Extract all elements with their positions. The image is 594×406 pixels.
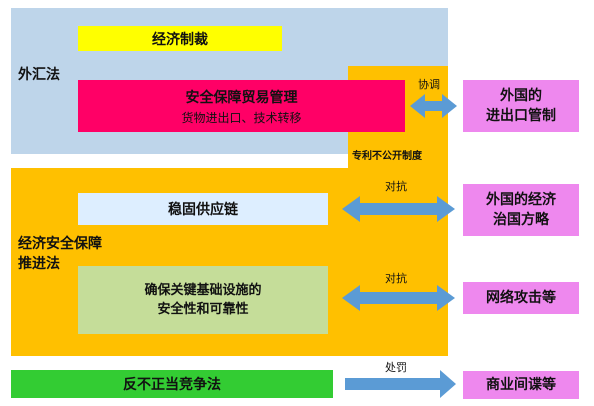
counter-label-1: 对抗 (385, 180, 407, 193)
stable-supply-chain-box: 稳固供应链 (78, 193, 328, 225)
commercial-espionage-box: 商业间谍等 (463, 371, 579, 399)
key-infra-line1: 确保关键基础设施的 (144, 283, 262, 298)
foreign-econ-strategy-line2: 治国方略 (493, 212, 549, 228)
security-trade-box: 安全保障贸易管理 货物进出口、技术转移 (78, 80, 405, 132)
key-infra-line2: 安全性和可靠性 (157, 302, 249, 317)
econ-security-law-line2: 推进法 (18, 256, 60, 272)
key-infra-box: 确保关键基础设施的 安全性和可靠性 (78, 266, 328, 334)
econ-security-law-line1: 经济安全保障 (18, 236, 102, 252)
foreign-econ-strategy-line1: 外国的经济 (486, 192, 556, 208)
cyber-attacks-box: 网络攻击等 (463, 282, 579, 314)
punish-arrow (345, 370, 456, 398)
counter-label-2: 对抗 (385, 272, 407, 285)
economic-sanctions-box: 经济制裁 (78, 26, 282, 51)
security-trade-subtitle: 货物进出口、技术转移 (181, 110, 302, 125)
commercial-espionage-label: 商业间谍等 (486, 377, 556, 393)
foreign-trade-control-box: 外国的 进出口管制 (463, 80, 579, 132)
security-trade-title: 安全保障贸易管理 (185, 89, 298, 106)
coordinate-label: 协调 (418, 78, 440, 91)
unfair-competition-label: 反不正当竞争法 (123, 377, 221, 393)
economic-sanctions-label: 经济制裁 (152, 31, 208, 48)
waihui-law-label: 外汇法 (18, 67, 60, 83)
foreign-trade-control-line2: 进出口管制 (486, 108, 556, 124)
foreign-econ-strategy-box: 外国的经济 治国方略 (463, 184, 579, 236)
punish-label: 处罚 (385, 361, 407, 374)
counter-arrow-1 (342, 196, 455, 222)
patent-label: 专利不公开制度 (352, 151, 422, 162)
cyber-attacks-label: 网络攻击等 (486, 290, 556, 306)
stable-supply-chain-label: 稳固供应链 (168, 202, 238, 218)
coordinate-arrow (410, 94, 457, 118)
unfair-competition-box: 反不正当竞争法 (11, 370, 333, 398)
foreign-trade-control-line1: 外国的 (500, 88, 542, 104)
econ-security-law-label: 经济安全保障 推进法 (18, 234, 102, 274)
counter-arrow-2 (342, 285, 455, 311)
